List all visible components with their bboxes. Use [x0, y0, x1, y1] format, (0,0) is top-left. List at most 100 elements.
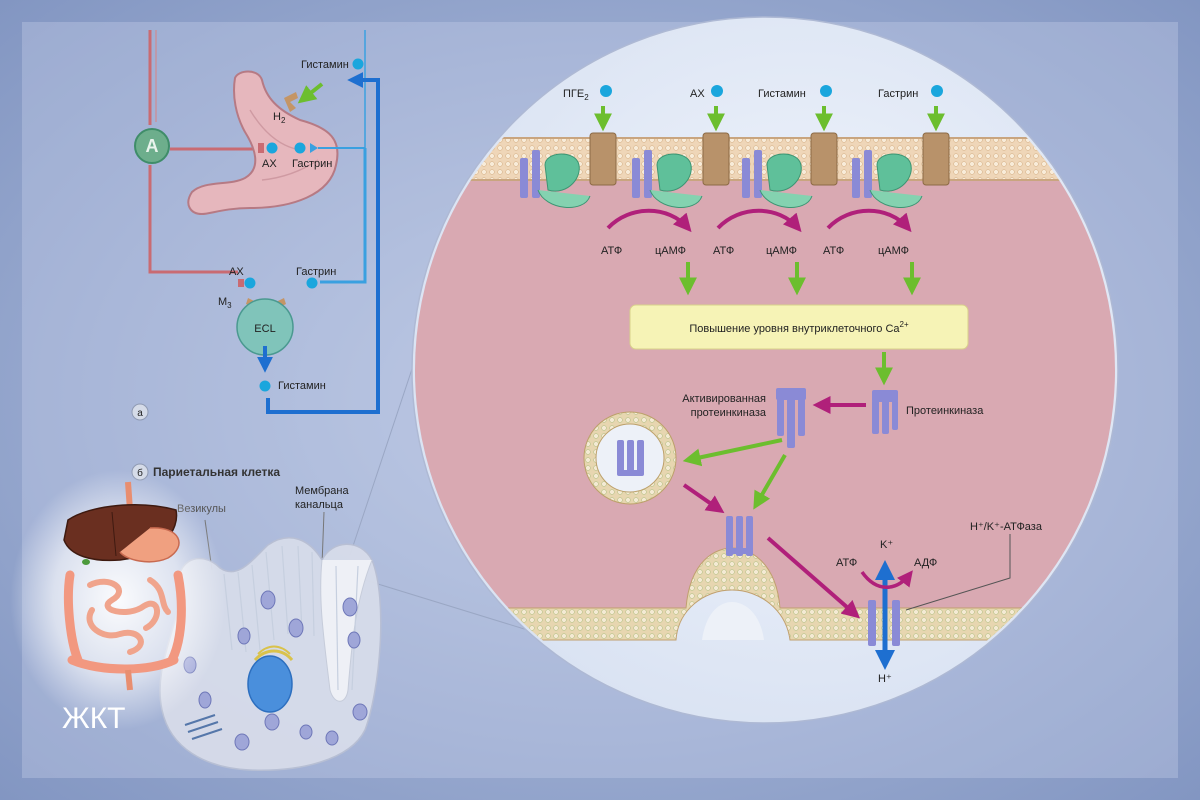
- m3-receptor-terminal: [238, 279, 244, 287]
- label-ecl: ECL: [254, 323, 275, 335]
- liver-lobe-line: [111, 511, 117, 557]
- golgi: [253, 649, 294, 662]
- label-membrane-line1: Мембрана: [295, 485, 349, 497]
- receptor-complex-2: [632, 132, 730, 208]
- label-h2: H2: [273, 111, 286, 125]
- ligand-histamine-bottom: [259, 380, 271, 392]
- label-activated-pk-line2: протеинкиназа: [691, 407, 767, 419]
- canaliculus: [320, 559, 373, 702]
- pk-to-pump-arrow: [753, 453, 787, 510]
- label-calcium: Повышение уровня внутриклеточного Ca2+: [689, 320, 909, 335]
- ligand-dot-ach: [711, 85, 723, 97]
- label-ligand-ach: АХ: [690, 88, 705, 100]
- label-atf-2: АТФ: [713, 245, 734, 257]
- label-k-ion: K⁺: [880, 539, 893, 551]
- h2-receptor: [284, 92, 298, 112]
- ligand-dot-histamine: [820, 85, 832, 97]
- colon: [63, 570, 186, 674]
- label-pump-adp: АДФ: [914, 557, 937, 569]
- membrane-inner-edge: [415, 179, 1115, 181]
- nerve-line-lower: [148, 165, 238, 274]
- label-pump-atp: АТФ: [836, 557, 857, 569]
- label-h-ion: H⁺: [878, 673, 892, 685]
- vesicle: [583, 411, 677, 505]
- cytoplasm: [415, 180, 1115, 608]
- receptor-complex-1: [520, 132, 617, 208]
- parietal-nucleus: [247, 655, 293, 713]
- label-panel-a: а: [137, 408, 143, 419]
- label-histamine-top: Гистамин: [301, 59, 349, 71]
- label-ligand-gastrin: Гастрин: [878, 88, 918, 100]
- label-membrane-line2: канальца: [295, 499, 344, 511]
- atp-camp-arrow-3: [826, 208, 912, 233]
- histamine-to-h2-arrow: [297, 82, 324, 104]
- gallbladder: [82, 559, 90, 565]
- gastrin-receptor: [310, 143, 318, 153]
- label-ach-lower: АХ: [229, 266, 244, 278]
- stomach-fold: [249, 109, 301, 151]
- label-pump: H⁺/K⁺-АТФаза: [970, 521, 1043, 533]
- m-receptor: [258, 143, 264, 153]
- gi-stomach: [119, 527, 180, 563]
- ligand-gastrin-zoom: Гастрин: [878, 85, 945, 132]
- golgi-2: [257, 645, 291, 655]
- ligand-histamine-zoom: Гистамин: [758, 85, 833, 132]
- label-ligand-histamine: Гистамин: [758, 88, 806, 100]
- protein-kinase: [872, 390, 898, 434]
- ganglion: [134, 128, 170, 164]
- h-k-atpase: [868, 600, 900, 646]
- ligand-pge2: ПГЕ2: [563, 85, 612, 132]
- receptor-complex-4: [852, 132, 950, 208]
- panel-a-badge: [131, 403, 149, 421]
- receptor-complex-3: [742, 132, 838, 208]
- ligand-ach: [266, 142, 278, 154]
- calcium-box: [629, 304, 969, 350]
- ligand-dot-pge2: [600, 85, 612, 97]
- label-camp-2: цАМФ: [766, 245, 797, 257]
- label-ach: АХ: [262, 158, 277, 170]
- apical-membrane: [415, 547, 1115, 641]
- label-camp-3: цАМФ: [878, 245, 909, 257]
- ganglion-glyph: A: [146, 136, 159, 156]
- label-gastrin: Гастрин: [292, 158, 332, 170]
- ligand-gastrin: [294, 142, 306, 154]
- label-gastrin-lower: Гастрин: [296, 266, 336, 278]
- rectum: [125, 669, 133, 691]
- stomach: [187, 70, 339, 216]
- pk-to-vesicle-arrow: [682, 438, 783, 467]
- label-protein-kinase: Протеинкиназа: [906, 405, 984, 417]
- caption-gi: ЖКТ: [62, 702, 126, 735]
- atp-adp-arrow: [860, 570, 913, 589]
- vesicle-to-membrane-arrow: [682, 483, 725, 514]
- label-histamine-bottom: Гистамин: [278, 380, 326, 392]
- canaliculus-lumen: [702, 602, 764, 640]
- gi-tract-illustration: ЖКТ: [10, 470, 226, 735]
- ligand-gastrin-lower: [306, 277, 318, 289]
- small-intestine: [86, 577, 171, 655]
- ligand-ach-zoom: АХ: [690, 85, 725, 132]
- pump-translocation-arrow: [766, 536, 861, 619]
- stomach-panel: A Гистамин H2 АХ Гастрин АХ Гастрин M3: [131, 30, 380, 421]
- stomach-fold-2: [261, 159, 319, 181]
- mitochondria: [183, 590, 368, 751]
- zoom-detail: ПГЕ2 АХ Гистамин Гастрин: [411, 16, 1119, 724]
- membrane-outer-edge: [415, 137, 1115, 139]
- ligand-ach-lower: [244, 277, 256, 289]
- label-ligand-pge2: ПГЕ2: [563, 88, 589, 102]
- label-camp-1: цАМФ: [655, 245, 686, 257]
- label-atf-3: АТФ: [823, 245, 844, 257]
- pump-in-canaliculus: [726, 516, 753, 556]
- activated-protein-kinase: [776, 388, 806, 448]
- label-m3: M3: [218, 296, 232, 310]
- er-stack: [184, 714, 223, 740]
- atp-camp-arrow-2: [716, 208, 802, 233]
- basolateral-membrane: [415, 138, 1115, 180]
- pump-pointer: [905, 534, 1011, 611]
- label-atf-1: АТФ: [601, 245, 622, 257]
- ligand-histamine-top: [352, 58, 364, 70]
- ligand-dot-gastrin: [931, 85, 943, 97]
- label-parietal-title: Париетальная клетка: [153, 465, 280, 479]
- gastrin-loop: [320, 148, 367, 284]
- atp-camp-arrow-1: [606, 208, 692, 233]
